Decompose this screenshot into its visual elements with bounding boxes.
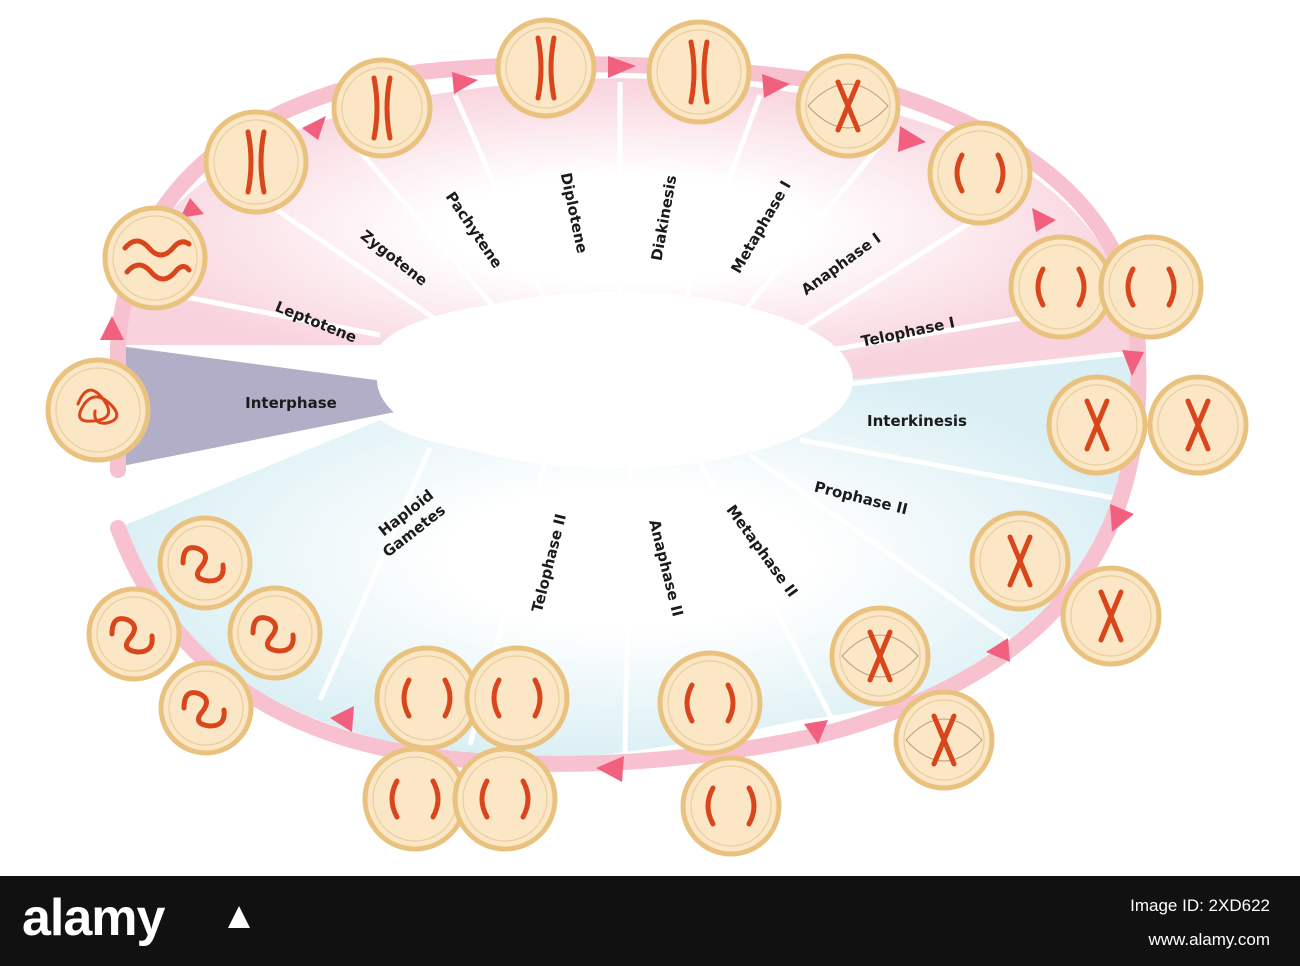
chromosome-mark [124, 262, 192, 282]
chromosome-mark [535, 35, 544, 101]
chromosome-mark [180, 545, 226, 584]
arrow-3 [302, 116, 326, 140]
cell-telophase-ii-top-left [374, 645, 480, 751]
chromosome-mark [684, 682, 695, 724]
cell-telophase-ii-bottom-right [452, 746, 558, 852]
arrow-4 [452, 72, 478, 94]
image-id-text: Image ID: 2XD622 [1130, 896, 1270, 915]
spindle-fiber [807, 83, 889, 129]
label-interphase: Interphase [245, 394, 337, 412]
cell-metaphase-ii-top [829, 605, 931, 707]
arrow-7 [898, 126, 926, 152]
chromosome-mark [1007, 534, 1033, 588]
spindle-fiber [905, 718, 983, 762]
watermark-footer: alamy Image ID: 2XD622 www.alamy.com [0, 876, 1300, 966]
center-ellipse [377, 292, 853, 468]
cell-diplotene [495, 17, 597, 119]
chromosome-mark [181, 690, 227, 729]
cell-anaphase-ii-top [657, 650, 763, 756]
cell-interkinesis-left [1046, 374, 1148, 476]
meiosis-diagram: Interphase Leptotene Zygotene Pachytene … [45, 17, 1249, 857]
chromosome-mark [1185, 398, 1211, 452]
chromosome-mark [532, 677, 543, 719]
label-interkinesis: Interkinesis [867, 412, 967, 430]
cell-anaphase-i [927, 120, 1033, 226]
cell-gamete-3 [227, 585, 323, 681]
chromosome-mark [954, 152, 965, 194]
chromosome-mark [1125, 266, 1136, 308]
chromosome-mark [1098, 589, 1124, 643]
cell-gamete-2 [86, 586, 182, 682]
chromosome-mark [931, 713, 957, 767]
cell-telophase-ii-bottom-left [362, 746, 468, 852]
watermark-url: www.alamy.com [1148, 930, 1270, 949]
arrow-5 [608, 56, 636, 78]
cell-leptotene [102, 205, 208, 311]
chromosome-mark [258, 129, 267, 195]
chromosome-mark [1084, 398, 1110, 452]
chromosome-mark [701, 39, 710, 105]
meiosis-cycle-svg: Interphase Leptotene Zygotene Pachytene … [45, 17, 1249, 857]
arrow-12 [804, 720, 828, 744]
arrow-13 [596, 756, 624, 782]
band-interphase [112, 345, 395, 468]
arrow-14 [330, 706, 354, 732]
cell-diakinesis [646, 19, 752, 125]
cell-gamete-1 [157, 515, 253, 611]
chromosome-mark [995, 152, 1006, 194]
chromosome-mark [835, 79, 861, 133]
cell-telophase-i-left [1008, 234, 1114, 340]
chromosome-mark [389, 778, 400, 820]
chromosome-mark [688, 39, 697, 105]
arrow-10 [1110, 504, 1134, 532]
cell-interphase [45, 357, 151, 463]
arrow-1 [100, 316, 124, 340]
chromosome-mark [705, 785, 716, 827]
cell-gamete-4 [158, 660, 254, 756]
arrow-6 [762, 74, 790, 98]
chromosome-mark [1076, 266, 1087, 308]
chromosome-mark [479, 778, 490, 820]
alamy-logo-mark-icon [228, 906, 250, 928]
arrow-2 [180, 198, 204, 218]
chromosome-mark [1035, 266, 1046, 308]
chromosome-mark [491, 677, 502, 719]
alamy-logo: alamy [22, 889, 165, 947]
cell-prophase-ii-top [969, 510, 1071, 612]
chromosome-mark [867, 629, 893, 683]
chromosome-mark [122, 238, 192, 258]
cell-telophase-i-right [1098, 234, 1204, 340]
arrow-11 [986, 638, 1010, 662]
spindle-fiber [841, 634, 919, 678]
chromosome-mark [401, 677, 412, 719]
cells-layer [45, 17, 1249, 857]
arrow-8 [1032, 208, 1056, 232]
chromosome-mark [1166, 266, 1177, 308]
chromosome-mark [109, 616, 155, 655]
chromosome-mark [250, 615, 296, 654]
chromosome-mark [371, 75, 380, 141]
chromosome-mark [520, 778, 531, 820]
cell-pachytene [331, 57, 433, 159]
chromosome-mark [746, 785, 757, 827]
chromosome-mark [245, 129, 254, 195]
chromosome-mark [442, 677, 453, 719]
cell-zygotene [203, 109, 309, 215]
chromosome-mark [384, 75, 393, 141]
cell-metaphase-ii-bottom [893, 689, 995, 791]
cell-prophase-ii-bottom [1060, 565, 1162, 667]
chromosome-mark [76, 388, 119, 425]
direction-arrows [100, 56, 1144, 782]
chromosome-mark [430, 778, 441, 820]
cell-metaphase-i [795, 53, 901, 159]
chromosome-mark [548, 35, 557, 101]
arrow-9 [1122, 350, 1144, 376]
cell-anaphase-ii-bottom [680, 755, 782, 857]
cell-telophase-ii-top-right [464, 645, 570, 751]
cell-interkinesis-right [1147, 374, 1249, 476]
chromosome-mark [725, 682, 736, 724]
